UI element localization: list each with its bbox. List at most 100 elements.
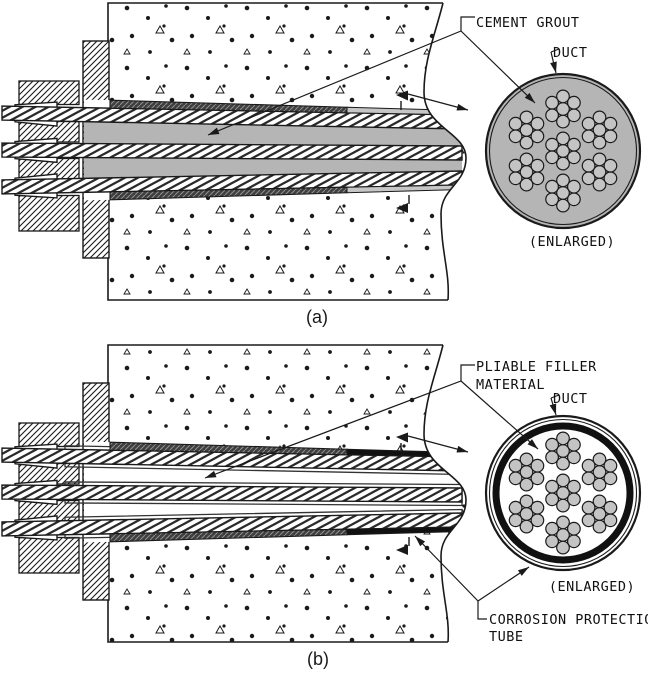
arrowhead [456,103,468,111]
wire [519,110,534,125]
wire [556,498,570,513]
strand-cluster [581,110,618,150]
wire [519,477,534,492]
wire [508,129,523,144]
wire [508,471,523,486]
wire [519,135,534,150]
wire [603,116,618,131]
strand-cluster [545,473,581,513]
wire [592,177,607,192]
wire [519,519,534,534]
wire [592,494,607,509]
arrowhead [524,92,535,103]
wire [567,137,581,152]
wire [556,515,570,530]
wire [556,473,570,488]
wire [556,198,570,213]
wire [567,150,581,165]
strand-cluster [581,152,618,192]
wire [581,513,596,528]
enlarged-cross-section-b [484,414,642,572]
corrosion-tube-ring [492,422,634,564]
strand-cluster [508,152,545,192]
wire [567,179,581,194]
strand-cluster [545,515,581,555]
wire [556,456,570,471]
wire [581,500,596,515]
corrosion-tube-label: CORROSION PROTECTION [489,612,648,628]
wire [508,513,523,528]
wire [581,171,596,186]
wire [581,458,596,473]
duct-label: DUCT [553,45,588,61]
wire [508,458,523,473]
wire [581,158,596,173]
strand-cluster [545,173,581,213]
anchor-block [18,80,80,106]
leader-line [414,535,479,602]
wire [519,152,534,167]
wire [519,177,534,192]
anchor-block [18,194,80,232]
pliable-filler-label: PLIABLE FILLER [476,359,597,375]
section-flags-a [396,90,469,213]
section-flag [396,90,408,101]
wire [545,137,559,152]
wire [592,519,607,534]
arrowhead [415,536,426,547]
wire [581,129,596,144]
wire [545,450,559,465]
wire [592,135,607,150]
duct-ring-inner [488,418,638,568]
arrowhead [527,439,538,449]
arrowhead [517,567,529,576]
enlarged-cross-section-a [484,72,642,230]
section-flag [396,203,408,213]
wire [508,500,523,515]
wire [530,171,545,186]
wire [545,192,559,207]
arrowhead [550,61,557,73]
strand [1,484,463,503]
wire [508,171,523,186]
duct-ring-inner [488,76,638,226]
leader-line [460,30,536,104]
wire [545,534,559,549]
figure-caption-a: (a) [306,307,328,327]
wire [567,479,581,494]
arrowhead [549,403,557,415]
wire [530,458,545,473]
wire [556,431,570,446]
wire [592,152,607,167]
tendon-zone-b [1,382,463,601]
anchor-block [18,536,80,574]
wire [556,89,570,104]
label-bracket [550,394,560,399]
label-bracket [460,16,475,31]
leader-line [207,30,462,136]
wire [567,534,581,549]
tendon-zone-a [1,40,463,259]
break-line [423,344,467,643]
wire [545,437,559,452]
corrosion-tube-label: TUBE [489,629,524,645]
wire [567,450,581,465]
wire [530,513,545,528]
anchor-block [18,422,80,448]
figure-caption-b: (b) [307,649,329,669]
leader-line [460,380,539,450]
wire [508,158,523,173]
wire [567,492,581,507]
wire [545,179,559,194]
arrowhead [456,445,468,453]
strand-cluster [545,89,581,129]
enlarged-label: (ENLARGED) [549,579,635,595]
strand-cluster [545,431,581,471]
wire [519,494,534,509]
